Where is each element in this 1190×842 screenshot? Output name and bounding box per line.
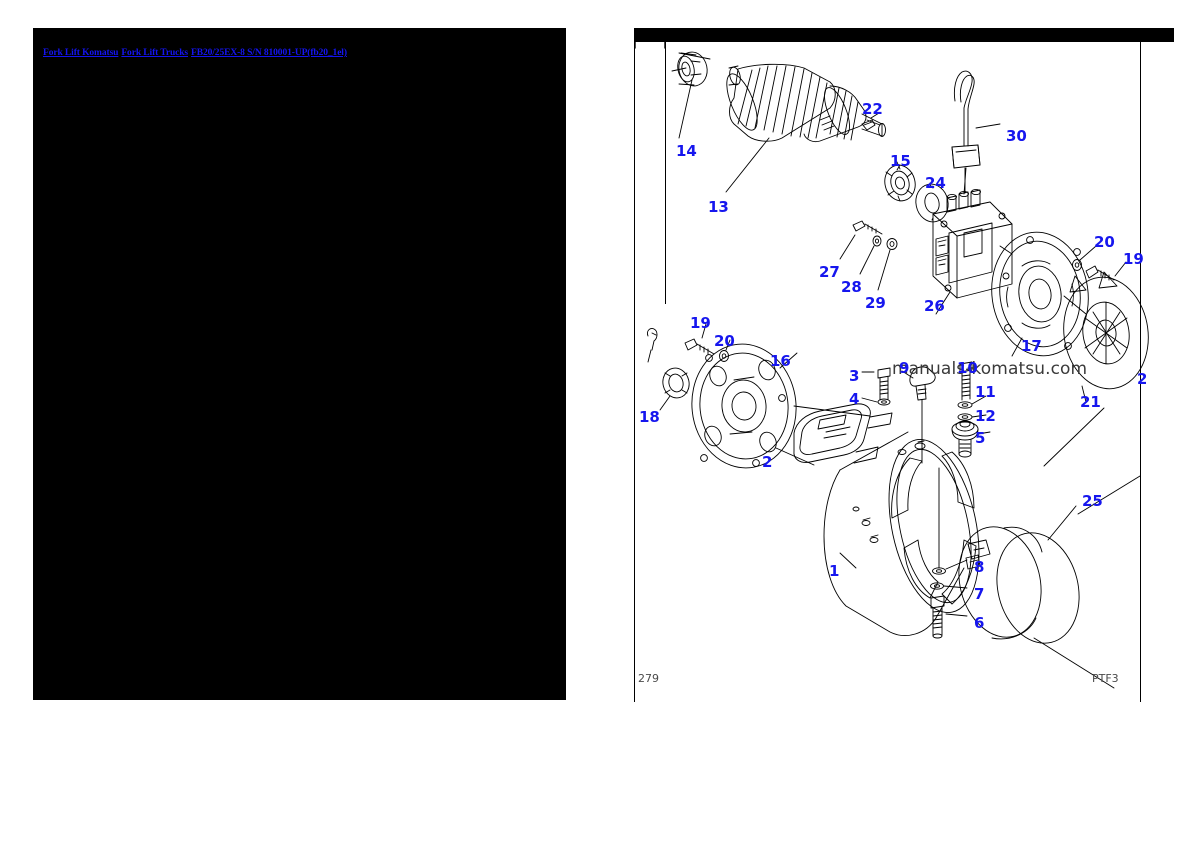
breadcrumb-link-2[interactable]: FB20/25EX-8 S/N 810001-UP(fb20_1el): [191, 48, 347, 58]
callout-23-clipped[interactable]: 2: [1137, 372, 1146, 387]
page-number: 279: [638, 672, 659, 685]
callout-29[interactable]: 29: [865, 294, 886, 312]
frame-corner-ticks: [634, 41, 666, 49]
assembly-leader-lines: [793, 167, 1141, 689]
part-8-washer: [932, 467, 968, 575]
callout-24[interactable]: 24: [925, 174, 946, 192]
callout-13[interactable]: 13: [708, 198, 729, 216]
callout-18[interactable]: 18: [639, 408, 660, 426]
callout-11[interactable]: 11: [975, 383, 996, 401]
callout-1[interactable]: 1: [829, 562, 840, 580]
part-30-brush-lead: [951, 70, 1001, 194]
part-18-bushing: [659, 367, 690, 411]
part-21-fan: [1063, 271, 1149, 403]
callout-19-top[interactable]: 19: [1123, 250, 1144, 268]
callout-20-top[interactable]: 20: [1094, 233, 1115, 251]
part-1-motor-frame: [823, 431, 980, 636]
callout-28[interactable]: 28: [841, 278, 862, 296]
part-5-terminal-nut: [951, 420, 991, 458]
callout-6[interactable]: 6: [974, 614, 985, 632]
callout-14[interactable]: 14: [676, 142, 697, 160]
site-watermark: manuals-komatsu.com: [892, 359, 1088, 379]
part-10-stud: [959, 361, 975, 401]
part-27-bolt: [839, 220, 883, 260]
part-6-bolt: [930, 595, 968, 639]
breadcrumb-link-0[interactable]: Fork Lift Komatsu: [43, 48, 119, 58]
part-22-screw: [861, 112, 880, 131]
part-25-band: [958, 505, 1080, 644]
part-12-washer: [957, 413, 987, 421]
part-16-end-plate: [691, 343, 798, 469]
part-17-end-bracket: [991, 231, 1089, 357]
part-13-armature: [671, 63, 886, 193]
breadcrumb-link-1[interactable]: Fork Lift Trucks: [121, 48, 189, 58]
callout-2[interactable]: 2: [762, 453, 773, 471]
part-26-brush-holder: [932, 188, 1013, 315]
part-28-washer: [859, 235, 882, 275]
part-9-terminal-bolt: [901, 366, 936, 464]
callout-12[interactable]: 12: [975, 407, 996, 425]
callout-3[interactable]: 3: [849, 367, 860, 385]
part-19-bolt-left: [684, 323, 715, 355]
frame-hook-detail: [647, 328, 658, 363]
callout-4[interactable]: 4: [849, 390, 860, 408]
callout-5[interactable]: 5: [975, 429, 986, 447]
callout-20-left[interactable]: 20: [714, 332, 735, 350]
callout-17[interactable]: 17: [1021, 337, 1042, 355]
callout-26[interactable]: 26: [924, 297, 945, 315]
callout-7[interactable]: 7: [974, 585, 985, 603]
part-15-gear: [884, 161, 916, 202]
diagram-frame-inner-border: [665, 42, 666, 304]
callout-15[interactable]: 15: [890, 152, 911, 170]
callout-21[interactable]: 21: [1080, 393, 1101, 411]
part-3-stud: [861, 367, 891, 401]
parts-diagram-panel: manuals-komatsu.com 14 13 22 15 24 30 27…: [634, 28, 1174, 734]
part-2-cover: [775, 403, 893, 466]
part-4-washer: [861, 397, 891, 406]
diagram-frame-right-border: [1140, 42, 1141, 702]
callout-25[interactable]: 25: [1082, 492, 1103, 510]
callout-27[interactable]: 27: [819, 263, 840, 281]
part-20-washer-left: [719, 339, 731, 362]
callout-8[interactable]: 8: [974, 558, 985, 576]
callout-16[interactable]: 16: [770, 352, 791, 370]
callout-22[interactable]: 22: [862, 100, 883, 118]
part-7-washer: [930, 582, 968, 590]
part-14-collar: [677, 51, 711, 139]
diagram-code: PTF3: [1092, 672, 1119, 685]
diagram-header-bar: [634, 28, 1174, 42]
part-20-washer-top: [1072, 245, 1097, 271]
diagram-frame-left-border: [634, 42, 635, 702]
callout-30[interactable]: 30: [1006, 127, 1027, 145]
callout-10[interactable]: 10: [957, 359, 978, 377]
exploded-parts-artwork: [634, 41, 1149, 689]
part-29-nut: [877, 238, 898, 291]
callout-9[interactable]: 9: [899, 359, 910, 377]
part-11-washer: [957, 395, 987, 409]
callout-19-left[interactable]: 19: [690, 314, 711, 332]
